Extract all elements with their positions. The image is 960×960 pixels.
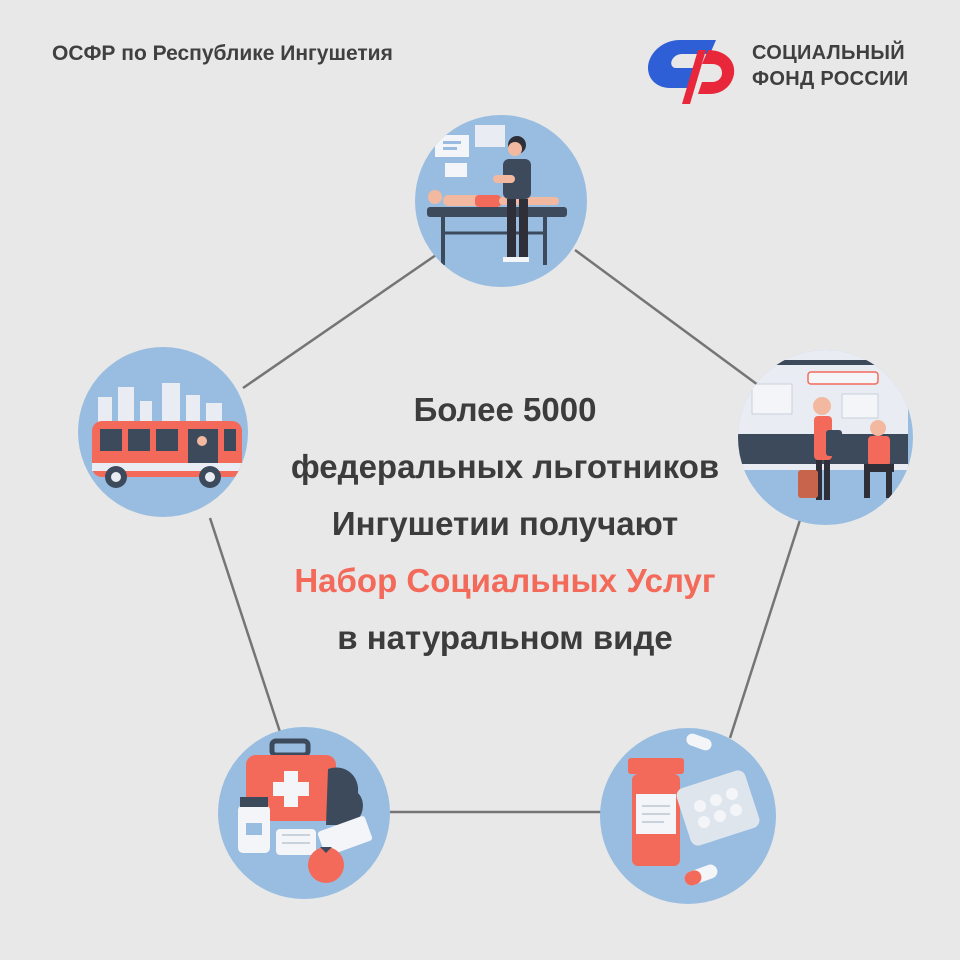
message-line-1: Более 5000: [413, 391, 597, 428]
message-line-3: Ингушетии получают: [331, 505, 679, 542]
message-line-5: в натуральном виде: [337, 619, 673, 656]
circle-medicine: [600, 728, 776, 904]
message-line-4-accent: Набор Социальных Услуг: [294, 562, 716, 599]
medicine-pills-icon: [628, 733, 760, 886]
logo-line-2: ФОНД РОССИИ: [752, 68, 909, 90]
first-aid-kit-icon: [238, 738, 373, 883]
circle-massage: [415, 115, 587, 287]
org-name: ОСФР по Республике Ингушетия: [52, 42, 393, 65]
bus-icon: [92, 383, 242, 488]
circle-bus: [78, 347, 248, 517]
circle-first-aid: [218, 727, 390, 899]
logo-line-1: СОЦИАЛЬНЫЙ: [752, 42, 905, 64]
massage-therapy-icon: [427, 125, 567, 265]
message-line-2: федеральных льготников: [290, 448, 720, 485]
sfr-logo: [648, 40, 735, 104]
center-message: Более 5000 федеральных льготников Ингуше…: [230, 388, 780, 673]
sfr-logo-icon: [648, 40, 735, 104]
logo-text: СОЦИАЛЬНЫЙ ФОНД РОССИИ: [752, 40, 908, 92]
